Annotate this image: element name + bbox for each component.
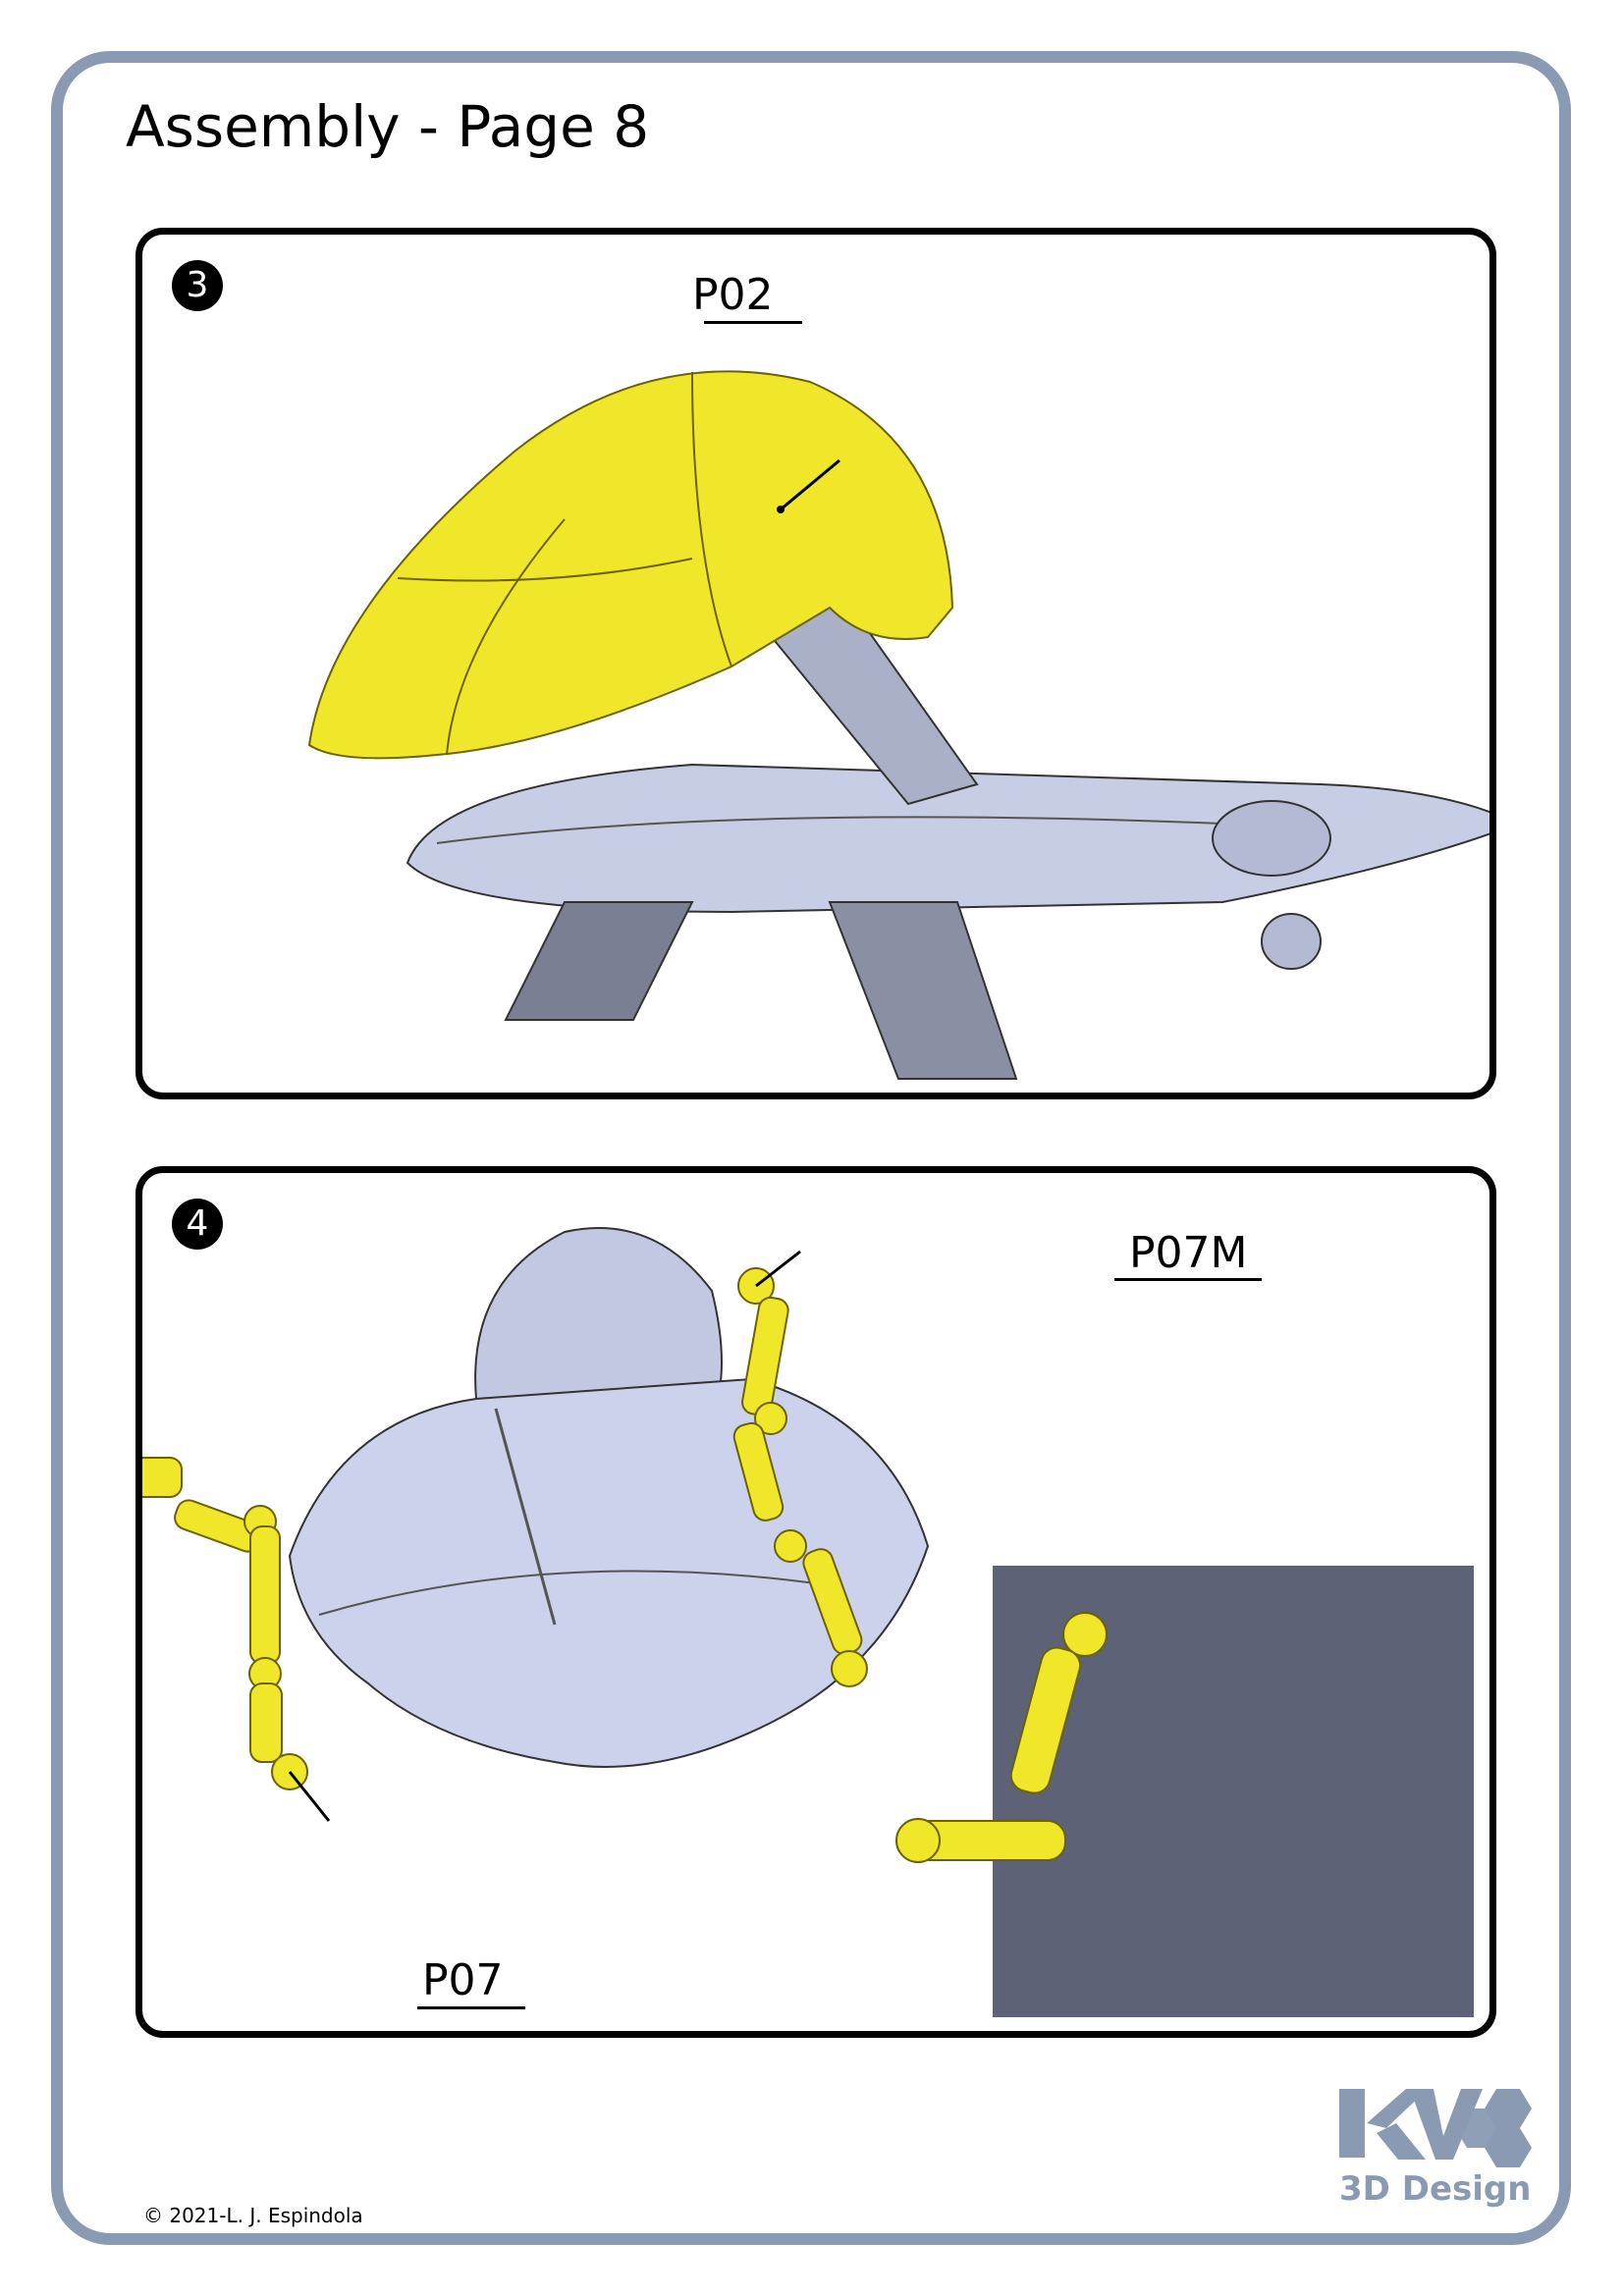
kv-logo-icon [1339, 2089, 1532, 2167]
step-3-illustration [307, 370, 1489, 1080]
step-4-illustration [142, 1227, 1474, 2017]
callout-P07-underline [417, 2006, 525, 2009]
copyright-text: © 2021-L. J. Espindola [143, 2204, 363, 2227]
callout-P02: P02 [692, 270, 774, 320]
logo-text: 3D Design [1339, 2169, 1532, 2209]
step-3-panel: 3 P02 [135, 228, 1496, 1099]
step-number-badge: 4 [172, 1199, 223, 1250]
callout-P07: P07 [422, 1955, 504, 2005]
callout-P07M-underline [1114, 1278, 1262, 1281]
page-frame [51, 51, 1571, 2245]
callout-P07M: P07M [1129, 1228, 1248, 1278]
step-4-panel: 4 [135, 1166, 1496, 2038]
page-title: Assembly - Page 8 [126, 93, 650, 160]
callout-P02-underline [704, 321, 802, 324]
step-number-badge: 3 [172, 260, 223, 311]
